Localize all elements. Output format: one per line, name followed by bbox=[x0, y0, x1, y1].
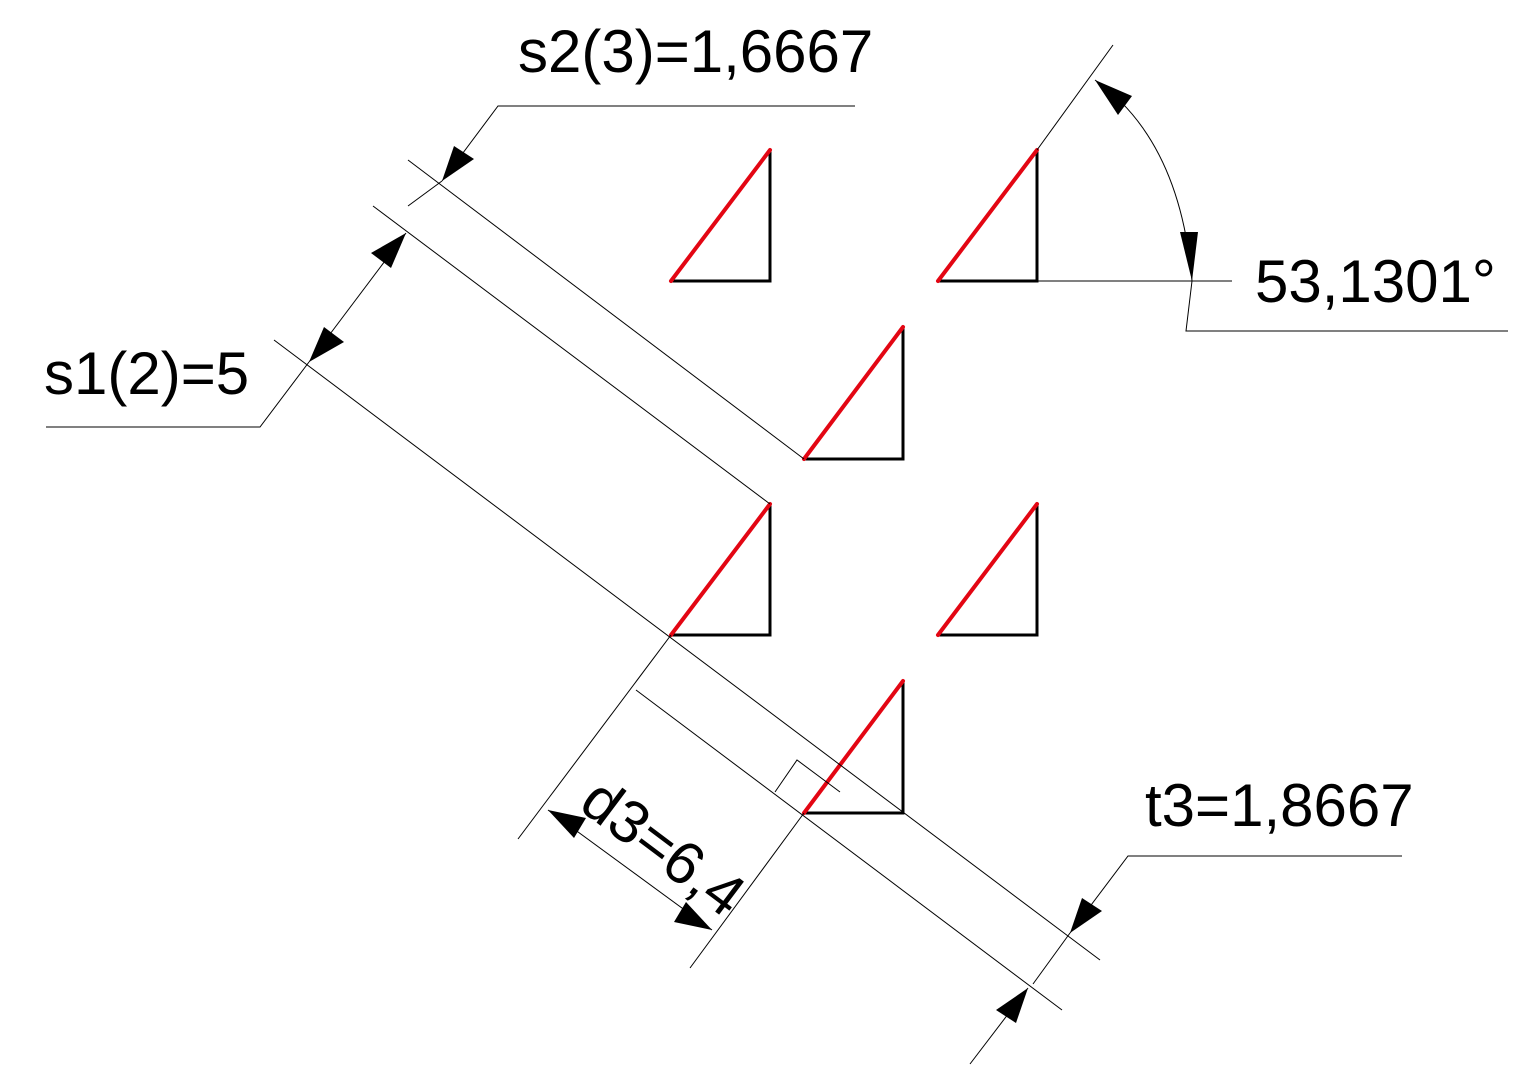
dimension-angle bbox=[1036, 44, 1508, 332]
triangle-hypotenuse bbox=[669, 502, 772, 637]
triangle-top-right bbox=[936, 148, 1039, 283]
dimension-s2 bbox=[407, 105, 855, 207]
triangle-bottom bbox=[802, 679, 905, 815]
triangle-top-left bbox=[669, 148, 772, 283]
triangle-hypotenuse bbox=[936, 502, 1039, 637]
label-angle: 53,1301° bbox=[1255, 248, 1496, 315]
triangle-hypotenuse bbox=[802, 679, 905, 815]
dimension-s1 bbox=[46, 232, 407, 428]
triangle-hypotenuse bbox=[669, 148, 772, 283]
dimension-d3 bbox=[517, 634, 841, 969]
label-t3: t3=1,8667 bbox=[1145, 772, 1414, 839]
label-d3: d3=6,4 bbox=[569, 765, 757, 930]
triangle-lower-right bbox=[936, 502, 1039, 637]
label-s2: s2(3)=1,6667 bbox=[518, 18, 873, 85]
triangle-lower-left bbox=[669, 502, 772, 637]
extension-lines bbox=[273, 159, 1101, 1011]
dimension-t3 bbox=[969, 855, 1402, 1065]
label-s1: s1(2)=5 bbox=[44, 340, 249, 407]
right-angle-mark bbox=[774, 759, 841, 793]
triangle-middle bbox=[802, 325, 905, 461]
triangle-hypotenuse bbox=[802, 325, 905, 461]
triangle-hypotenuse bbox=[936, 148, 1039, 283]
